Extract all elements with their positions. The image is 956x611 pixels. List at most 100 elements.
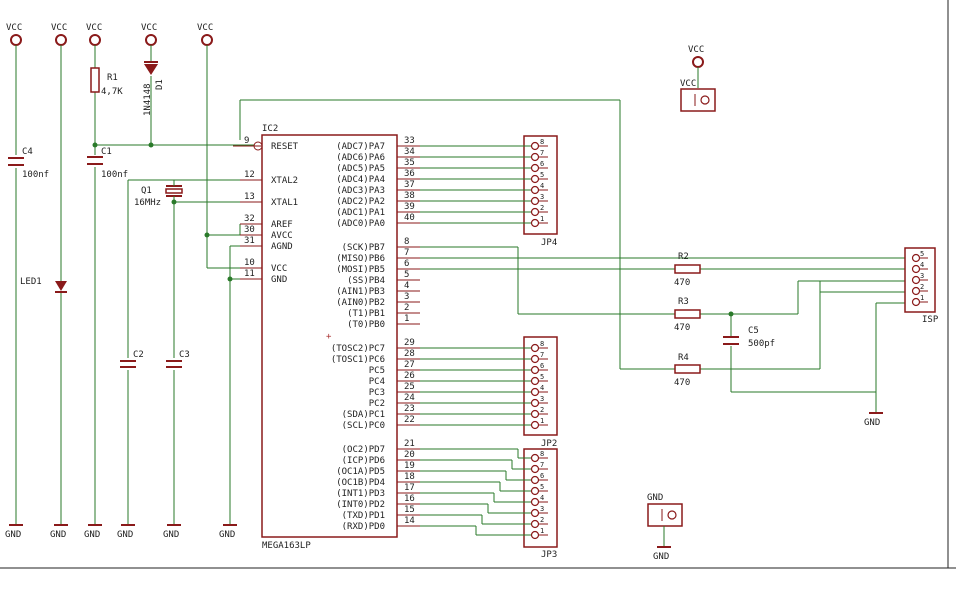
ic-pin-name: (INT0)PD2 bbox=[336, 500, 385, 510]
header-pin-number: 6 bbox=[540, 362, 544, 370]
ic-pin-number: 19 bbox=[404, 461, 415, 471]
ic-pin-number: 12 bbox=[244, 170, 255, 180]
gnd-label: GND bbox=[653, 552, 669, 562]
vcc-supply-name: VCC bbox=[680, 79, 696, 89]
header-pin-number: 7 bbox=[540, 461, 544, 469]
ic-pin-number: 18 bbox=[404, 472, 415, 482]
ic-pin-name: (ADC4)PA4 bbox=[336, 175, 385, 185]
ic-pin-name: (ADC7)PA7 bbox=[336, 142, 385, 152]
vcc-label: VCC bbox=[6, 23, 22, 33]
header-pin bbox=[530, 530, 540, 540]
junction-dot bbox=[227, 276, 233, 282]
r2-value: 470 bbox=[674, 278, 690, 288]
ic-pin-name: (TXD)PD1 bbox=[342, 511, 385, 521]
junction-dot bbox=[92, 142, 98, 148]
gnd-label: GND bbox=[117, 530, 133, 540]
resistor-r2: R2 470 bbox=[674, 252, 701, 288]
jp2-name: JP2 bbox=[541, 439, 557, 449]
gnd-label: GND bbox=[163, 530, 179, 540]
ic-pin-name: PC4 bbox=[369, 377, 385, 387]
ic-pin-name: (ADC6)PA6 bbox=[336, 153, 385, 163]
ic-pin-number: 24 bbox=[404, 393, 415, 403]
ic-pin-name: (RXD)PD0 bbox=[342, 522, 385, 532]
header-pin bbox=[530, 376, 540, 386]
header-pin-number: 8 bbox=[540, 450, 544, 458]
header-pin-number: 6 bbox=[540, 160, 544, 168]
gnd-symbol: GND bbox=[84, 524, 102, 540]
ic-pin-number: 32 bbox=[244, 214, 255, 224]
header-pin bbox=[530, 343, 540, 353]
header-pin-number: 8 bbox=[540, 340, 544, 348]
isp-pin bbox=[911, 264, 921, 274]
gnd-symbol: GND bbox=[219, 524, 237, 540]
resistor-r4: R4 470 bbox=[674, 353, 701, 388]
r4-value: 470 bbox=[674, 378, 690, 388]
header-pin bbox=[530, 497, 540, 507]
ic-pin-name: AVCC bbox=[271, 231, 293, 241]
header-pin-number: 7 bbox=[540, 351, 544, 359]
r2-name: R2 bbox=[678, 252, 689, 262]
gnd-supply: GND GND bbox=[647, 493, 683, 562]
ic-pin-name: (TOSC1)PC6 bbox=[331, 355, 385, 365]
ic-pin-number: 37 bbox=[404, 180, 415, 190]
ic-pin-name: AREF bbox=[271, 220, 293, 230]
jp3-name: JP3 bbox=[541, 550, 557, 560]
ic-pin-name: (ADC5)PA5 bbox=[336, 164, 385, 174]
r4-name: R4 bbox=[678, 353, 689, 363]
header-pin-number: 5 bbox=[540, 373, 544, 381]
isp-pin-number: 3 bbox=[920, 272, 924, 280]
header-pin bbox=[530, 218, 540, 228]
ic-pin-name: (OC2)PD7 bbox=[342, 445, 385, 455]
c5-value: 500pf bbox=[748, 339, 775, 349]
c4-value: 100nf bbox=[22, 170, 49, 180]
ic-pin-name: (AIN1)PB3 bbox=[336, 287, 385, 297]
ic-pin-name: (T1)PB1 bbox=[347, 309, 385, 319]
header-pin-number: 6 bbox=[540, 472, 544, 480]
header-pin-number: 2 bbox=[540, 406, 544, 414]
gnd-label: GND bbox=[84, 530, 100, 540]
header-pin-number: 4 bbox=[540, 182, 544, 190]
gnd-label: GND bbox=[5, 530, 21, 540]
ic-pin-number: 28 bbox=[404, 349, 415, 359]
ic-pin-number: 8 bbox=[404, 237, 409, 247]
vcc-label: VCC bbox=[197, 23, 213, 33]
isp-pin-number: 1 bbox=[920, 294, 924, 302]
q1-name: Q1 bbox=[141, 186, 152, 196]
vcc-label: VCC bbox=[86, 23, 102, 33]
ic2-value: MEGA163LP bbox=[262, 541, 311, 551]
header-pin bbox=[530, 409, 540, 419]
ic-pin-name: XTAL2 bbox=[271, 176, 298, 186]
header-pin bbox=[530, 486, 540, 496]
header-pin-number: 7 bbox=[540, 149, 544, 157]
q1-value: 16MHz bbox=[134, 198, 161, 208]
c1-value: 100nf bbox=[101, 170, 128, 180]
ic-pin-number: 29 bbox=[404, 338, 415, 348]
led1-name: LED1 bbox=[20, 277, 42, 287]
header-pin-number: 2 bbox=[540, 516, 544, 524]
ic-pin-number: 33 bbox=[404, 136, 415, 146]
header-pin bbox=[530, 141, 540, 151]
capacitor-c5: C5 500pf bbox=[723, 326, 775, 349]
capacitor-c1: C1 100nf bbox=[87, 147, 128, 180]
ic-pin-number: 26 bbox=[404, 371, 415, 381]
ic-pin-number: 11 bbox=[244, 269, 255, 279]
ic-pin-name: (TOSC2)PC7 bbox=[331, 344, 385, 354]
header-pin bbox=[530, 508, 540, 518]
ic-pin-name: (ADC2)PA2 bbox=[336, 197, 385, 207]
r1-value: 4,7K bbox=[101, 87, 123, 97]
header-pin-number: 8 bbox=[540, 138, 544, 146]
gnd-label: GND bbox=[219, 530, 235, 540]
led-led1: LED1 bbox=[20, 277, 67, 293]
header-pin bbox=[530, 519, 540, 529]
c1-name: C1 bbox=[101, 147, 112, 157]
r3-value: 470 bbox=[674, 323, 690, 333]
header-pin bbox=[530, 387, 540, 397]
c2-name: C2 bbox=[133, 350, 144, 360]
header-pin bbox=[530, 365, 540, 375]
isp-pin bbox=[911, 286, 921, 296]
d1-value: 1N4148 bbox=[143, 83, 153, 116]
ic-pin-number: 21 bbox=[404, 439, 415, 449]
